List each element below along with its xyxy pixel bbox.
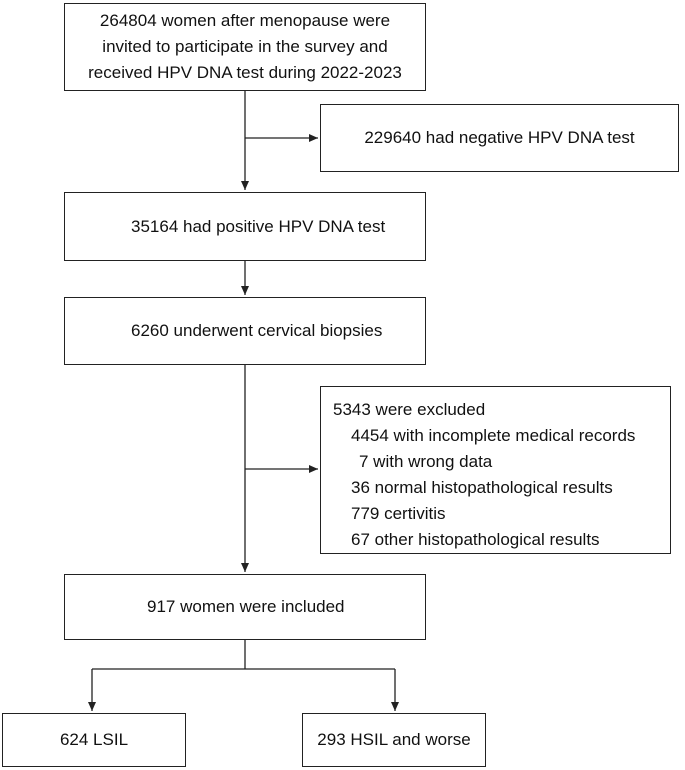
lsil-label: 624 LSIL (59, 730, 129, 749)
excluded-item: 779 certivitis (351, 504, 446, 523)
start-line-2: invited to participate in the survey and (102, 37, 388, 56)
negative-box: 229640 had negative HPV DNA test (320, 104, 679, 172)
excluded-item: 7 with wrong data (359, 452, 493, 471)
start-line-1: 264804 women after menopause were (99, 11, 391, 30)
biopsy-label: 6260 underwent cervical biopsies (131, 321, 383, 340)
excluded-item: 67 other histopathological results (351, 530, 600, 549)
biopsy-box: 6260 underwent cervical biopsies (64, 297, 426, 365)
excluded-item: 4454 with incomplete medical records (351, 426, 636, 445)
hsil-box: 293 HSIL and worse (302, 713, 486, 767)
lsil-box: 624 LSIL (2, 713, 186, 767)
start-box: 264804 women after menopause were invite… (64, 3, 426, 91)
included-label: 917 women were included (147, 597, 345, 616)
positive-label: 35164 had positive HPV DNA test (131, 216, 386, 236)
excluded-box: 5343 were excluded 4454 with incomplete … (320, 386, 671, 554)
positive-box: 35164 had positive HPV DNA test (64, 192, 426, 261)
excluded-item: 36 normal histopathological results (351, 478, 613, 497)
hsil-label: 293 HSIL and worse (317, 730, 471, 749)
excluded-title: 5343 were excluded (333, 400, 486, 419)
included-box: 917 women were included (64, 574, 426, 640)
start-line-3: received HPV DNA test during 2022-2023 (88, 63, 402, 82)
negative-label: 229640 had negative HPV DNA test (364, 128, 635, 147)
